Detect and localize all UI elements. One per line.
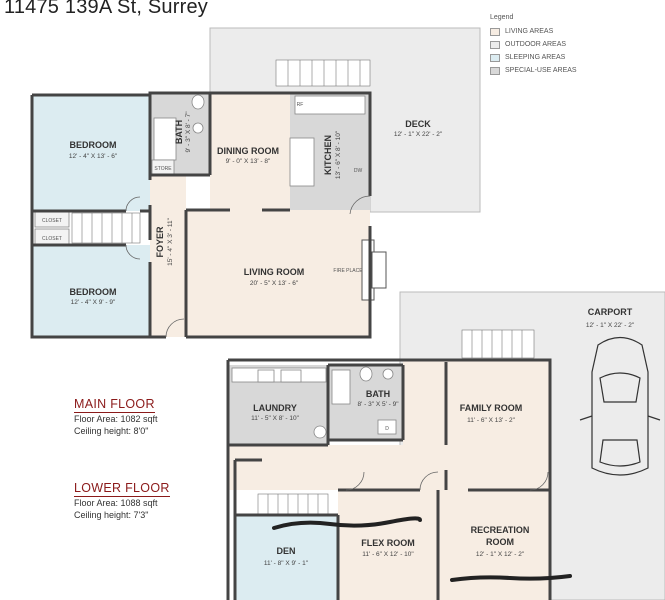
bedroom-1-area	[32, 95, 152, 211]
legend-label-living: LIVING AREAS	[505, 28, 554, 35]
main-stairs	[71, 212, 141, 244]
toilet-main	[191, 94, 205, 110]
laundry-dim: 11' - 5" X 8' - 10"	[251, 415, 299, 422]
closet-1-label: CLOSET	[42, 218, 62, 224]
lower-floor-area: Floor Area: 1088 sqft	[74, 498, 158, 508]
kitchen-island	[289, 137, 315, 187]
dining-label: DINING ROOM	[217, 146, 279, 156]
laundry-counter	[231, 367, 327, 383]
living-area	[186, 210, 370, 337]
foyer-area	[150, 175, 186, 337]
sink-main	[192, 122, 204, 134]
shower-lower	[331, 369, 351, 405]
legend-swatch-outdoor	[490, 40, 500, 49]
laundry-shelf	[280, 369, 302, 383]
main-floor-walls	[30, 91, 372, 339]
living-dim: 20' - 5" X 13' - 6"	[250, 280, 299, 287]
main-floor-ceiling: Ceiling height: 8'0"	[74, 426, 149, 436]
legend-swatch-sleeping	[490, 53, 500, 62]
bath-main-dim: 9' - 3" X 8' - 7"	[185, 111, 192, 153]
legend-label-sleeping: SLEEPING AREAS	[505, 54, 566, 61]
family-area	[403, 360, 550, 490]
bedroom-2-dim: 12' - 4" X 9' - 9"	[71, 299, 116, 306]
legend-item-outdoor: OUTDOOR AREAS	[490, 38, 577, 51]
den-label: DEN	[276, 546, 295, 556]
car-icon	[579, 336, 661, 476]
legend-item-living: LIVING AREAS	[490, 25, 577, 38]
closet-2-label: CLOSET	[42, 236, 62, 242]
deck-stairs	[275, 59, 371, 87]
flex-area	[338, 490, 438, 600]
recreation-dim: 12' - 1" X 12' - 2"	[476, 551, 525, 558]
store-label: STORE	[154, 166, 172, 172]
scribble-2	[450, 574, 572, 582]
legend-swatch-living	[490, 27, 500, 36]
hall-area	[228, 445, 403, 490]
main-floor-heading: MAIN FLOOR	[74, 397, 155, 413]
kitchen-label: KITCHEN	[323, 135, 333, 175]
scribble-1	[272, 516, 422, 530]
living-label: LIVING ROOM	[244, 267, 305, 277]
dryer	[377, 419, 397, 435]
main-floor-area: Floor Area: 1082 sqft	[74, 414, 158, 424]
carport-label: CARPORT	[588, 307, 633, 317]
main-floor-info: MAIN FLOOR Floor Area: 1082 sqft Ceiling…	[74, 397, 158, 437]
lower-stairs	[257, 493, 329, 515]
kitchen-dim: 13' - 6" X 8' - 10"	[335, 130, 342, 179]
page-title: 11475 139A St, Surrey	[4, 0, 208, 18]
lower-doors	[345, 471, 549, 491]
sink-lower	[382, 368, 394, 380]
den-area	[235, 515, 338, 600]
washer	[313, 425, 327, 439]
bath-lower-dim: 8' - 3" X 5' - 9"	[357, 401, 399, 408]
bedroom-2-area	[32, 245, 152, 337]
lower-floor-heading: LOWER FLOOR	[74, 481, 170, 497]
fireplace-label: FIRE PLACE	[333, 268, 363, 274]
legend-item-sleeping: SLEEPING AREAS	[490, 51, 577, 64]
laundry-sink	[257, 369, 275, 383]
legend-heading: Legend	[490, 14, 514, 21]
flex-label: FLEX ROOM	[361, 538, 415, 548]
dryer-label: D	[385, 426, 389, 432]
carport-stairs	[461, 329, 535, 359]
dining-area	[210, 93, 290, 210]
lower-floor-info: LOWER FLOOR Floor Area: 1088 sqft Ceilin…	[74, 481, 170, 521]
carport-dim: 12' - 1" X 22' - 2"	[586, 322, 635, 329]
family-label: FAMILY ROOM	[460, 403, 523, 413]
bedroom-1-label: BEDROOM	[70, 140, 117, 150]
deck-label: DECK	[405, 119, 431, 129]
bedroom-2-label: BEDROOM	[70, 287, 117, 297]
legend-swatch-special	[490, 66, 500, 75]
laundry-label: LAUNDRY	[253, 403, 297, 413]
legend-item-special: SPECIAL-USE AREAS	[490, 64, 577, 77]
main-doors	[125, 195, 371, 338]
legend-label-special: SPECIAL-USE AREAS	[505, 67, 577, 74]
toilet-lower	[359, 366, 373, 382]
recreation-area	[438, 490, 550, 600]
recreation-label-2: ROOM	[486, 537, 514, 547]
bath-main-label: BATH	[174, 120, 184, 144]
foyer-label: FOYER	[155, 226, 165, 258]
lower-floor-ceiling: Ceiling height: 7'3"	[74, 510, 149, 520]
deck-dim: 12' - 1" X 22' - 2"	[394, 131, 443, 138]
tub	[153, 117, 177, 161]
family-dim: 11' - 6" X 13' - 2"	[467, 417, 515, 424]
fridge-label: RF	[297, 102, 304, 108]
recreation-label: RECREATION	[471, 525, 530, 535]
legend-label-outdoor: OUTDOOR AREAS	[505, 41, 567, 48]
bath-lower-label: BATH	[366, 389, 390, 399]
bedroom-1-dim: 12' - 4" X 13' - 6"	[69, 153, 118, 160]
kitchen-counter	[294, 95, 366, 115]
dining-dim: 9' - 0" X 13' - 8"	[226, 158, 271, 165]
foyer-dim: 15' - 4" X 3' - 11"	[167, 217, 174, 265]
den-dim: 11' - 8" X 9' - 1"	[264, 560, 309, 567]
lower-floor-walls	[226, 358, 552, 600]
legend: Legend LIVING AREAS OUTDOOR AREAS SLEEPI…	[490, 14, 577, 77]
flex-dim: 11' - 6" X 12' - 10"	[362, 551, 414, 558]
fireplace-hearth	[371, 251, 387, 289]
dishwasher-label: DW	[354, 168, 363, 174]
